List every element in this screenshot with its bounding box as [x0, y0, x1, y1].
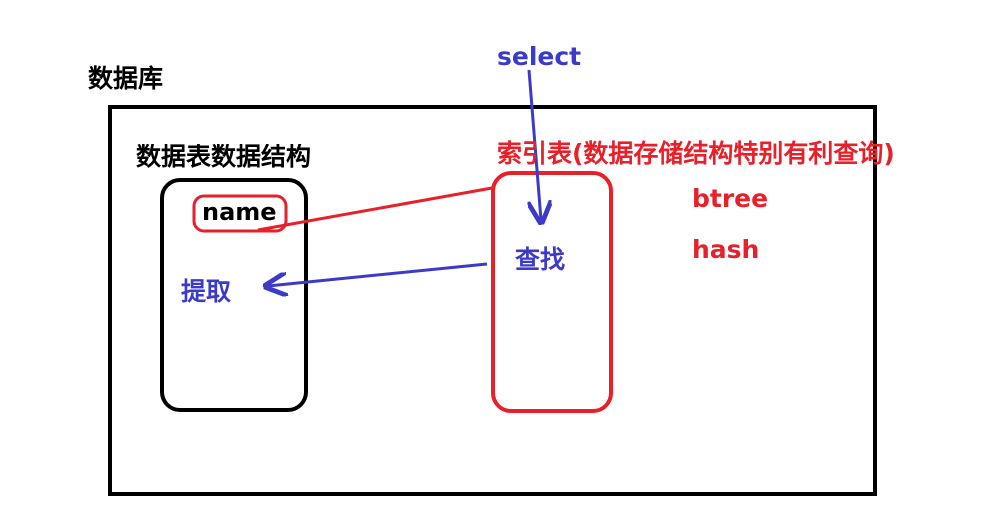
index-table-box: [491, 171, 613, 413]
name-field-label: name: [202, 198, 277, 226]
btree-label: btree: [692, 184, 769, 213]
extract-label: 提取: [181, 277, 232, 306]
name-to-index-line: [257, 186, 493, 232]
find-to-extract-arrow: [268, 262, 488, 286]
hash-label: hash: [692, 235, 760, 264]
select-label: select: [497, 42, 582, 71]
find-label: 查找: [515, 245, 566, 274]
database-box: [108, 105, 877, 496]
name-highlight: [192, 194, 288, 233]
database-label: 数据库: [88, 64, 164, 93]
data-table-box: [160, 178, 308, 412]
data-table-structure-label: 数据表数据结构: [136, 144, 312, 169]
index-table-label: 索引表(数据存储结构特别有利查询): [497, 139, 895, 168]
select-to-find-arrow: [527, 69, 541, 220]
